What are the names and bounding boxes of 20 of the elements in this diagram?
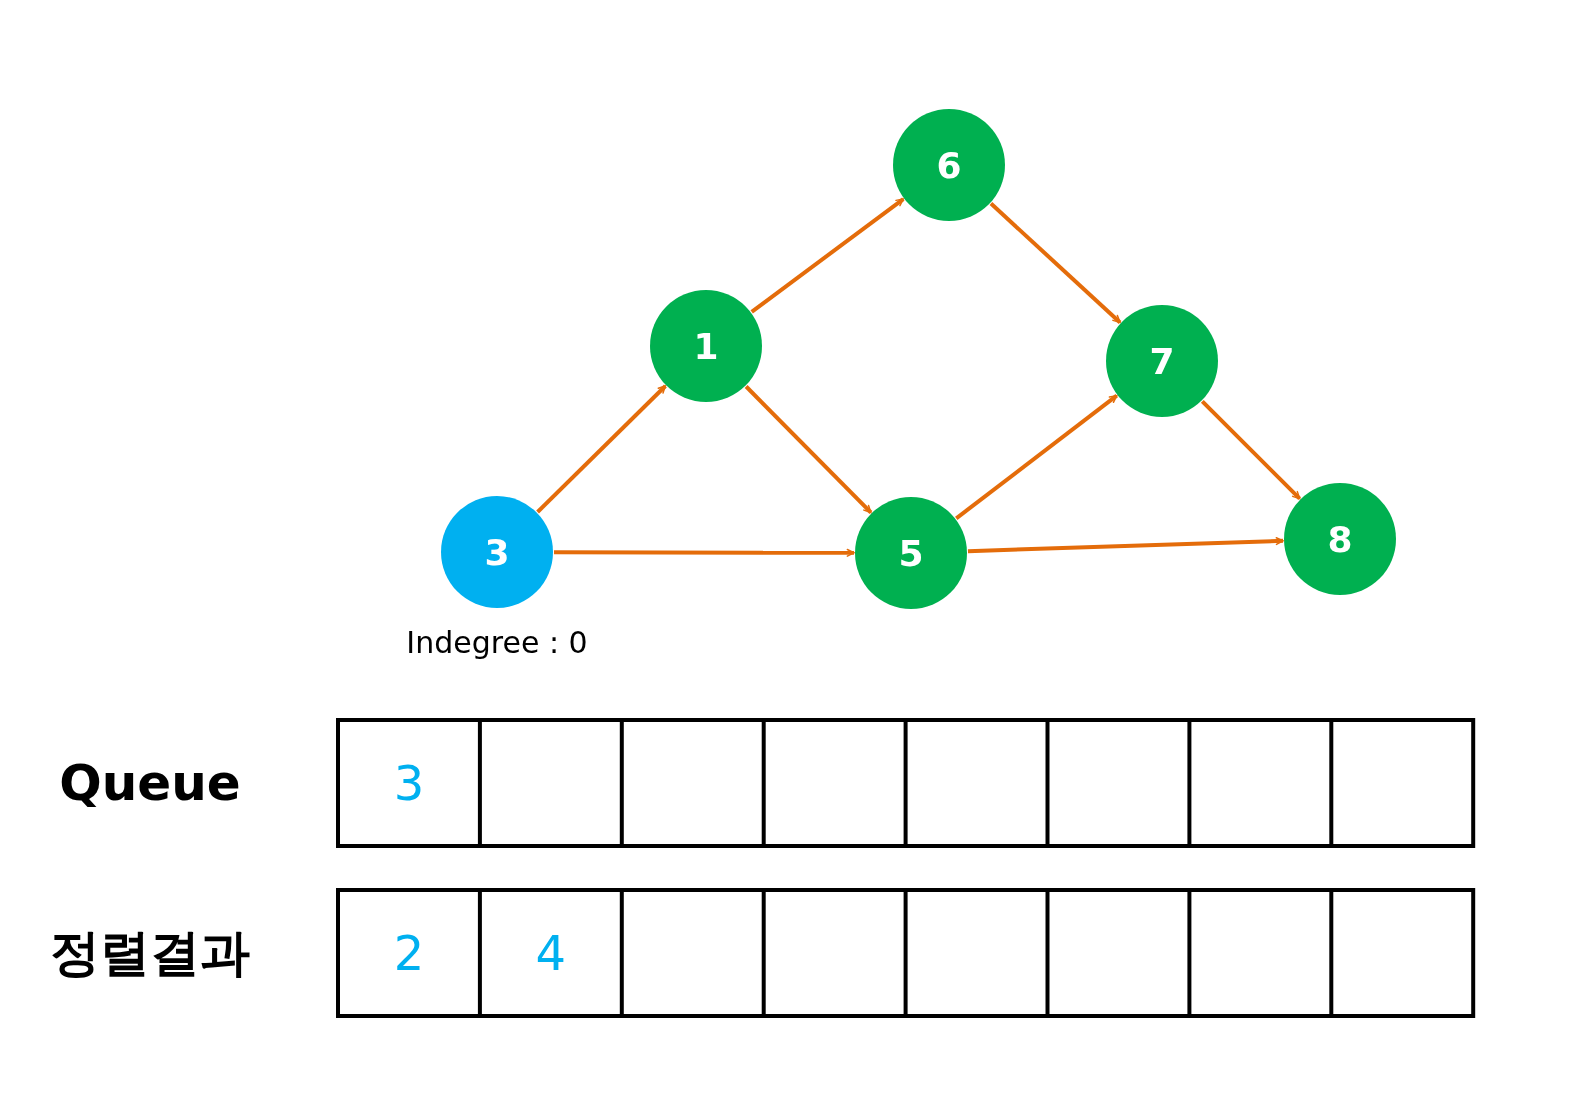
arrow (744, 385, 873, 514)
row-label: 정렬결과 (49, 923, 251, 984)
cell-number: 3 (392, 754, 426, 813)
node-circle: 6 (892, 108, 1006, 222)
node-circle: 7 (1105, 304, 1219, 418)
node-circle: 1 (649, 289, 763, 403)
arrow (536, 384, 667, 514)
node-circle: 8 (1283, 482, 1397, 596)
cell-number: 4 (534, 924, 568, 983)
arrow (750, 197, 905, 314)
arrow (967, 537, 1284, 554)
cell-number: 2 (392, 924, 426, 983)
arrow (554, 548, 855, 557)
arrow (955, 394, 1118, 520)
node-circle: 5 (854, 496, 968, 610)
row-label: Queue (58, 753, 242, 814)
node-caption: Indegree : 0 (405, 625, 589, 660)
arrow (1200, 399, 1302, 501)
arrow (989, 202, 1122, 324)
node-circle: 3 (440, 495, 554, 609)
